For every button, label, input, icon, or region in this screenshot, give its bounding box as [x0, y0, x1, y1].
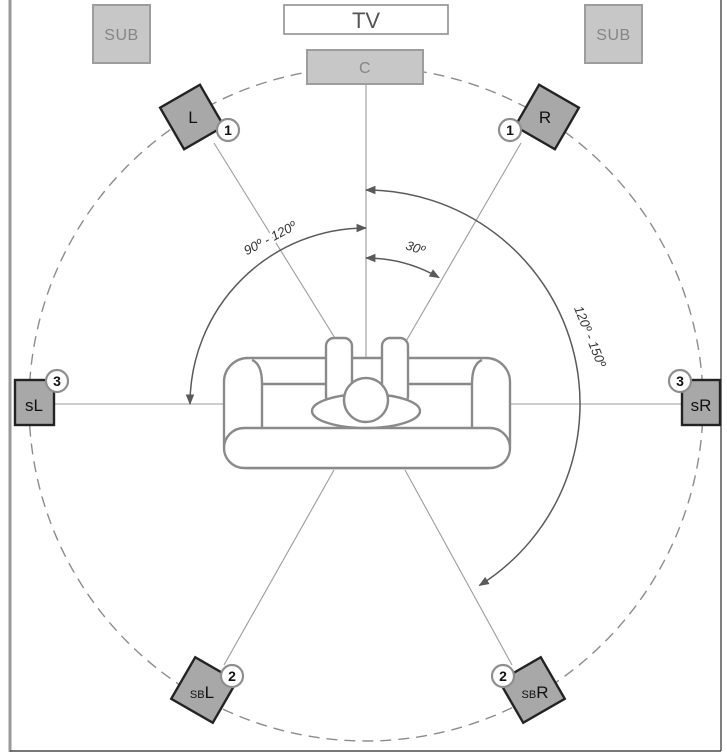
- surround-back-right-speaker: SBR: [497, 655, 567, 725]
- sofa-seat-cushion: [222, 426, 512, 470]
- guide-line-back-right: [404, 469, 513, 666]
- badge-surround-right: 3: [667, 368, 693, 394]
- front-left-speaker: L: [158, 83, 226, 151]
- angle-arc-surround-back: [364, 185, 581, 587]
- subwoofer-right: SUB: [584, 4, 643, 64]
- surround-back-left-label: SBL: [190, 683, 214, 702]
- badge-surround-right-number: 3: [676, 373, 684, 389]
- angle-label-front: 30º: [404, 238, 428, 259]
- listener: [310, 336, 422, 430]
- badge-surround-left-number: 3: [53, 373, 61, 389]
- sofa: [222, 356, 512, 470]
- subwoofer-left: SUB: [92, 4, 151, 64]
- surround-back-right-prefix: SB: [522, 689, 537, 701]
- center-speaker: C: [306, 49, 424, 85]
- listener-head: [342, 376, 390, 424]
- surround-back-right-letter: R: [536, 683, 548, 702]
- surround-right-label: sR: [691, 396, 712, 415]
- angle-arc-surround: [185, 223, 368, 406]
- person-on-sofa-icon: [222, 336, 512, 470]
- badge-surround-back-right-number: 2: [499, 668, 507, 684]
- surround-back-right-label: SBR: [522, 683, 549, 702]
- badge-front-left: 1: [215, 117, 241, 143]
- subwoofer-right-label: SUB: [596, 27, 630, 44]
- badge-front-right-number: 1: [506, 122, 514, 138]
- tv: TV: [283, 4, 449, 35]
- angle-label-surround: 90º - 120º: [241, 217, 300, 258]
- surround-left-label: sL: [25, 396, 43, 415]
- front-left-label: L: [188, 108, 197, 127]
- front-right-speaker: R: [513, 83, 581, 151]
- surround-back-left-prefix: SB: [190, 689, 205, 701]
- subwoofer-left-label: SUB: [104, 27, 138, 44]
- angle-arc-front: [364, 253, 440, 279]
- front-right-label: R: [539, 108, 551, 127]
- badge-surround-left: 3: [44, 368, 70, 394]
- tv-label: TV: [352, 8, 380, 33]
- center-speaker-label: C: [359, 60, 371, 77]
- surround-left-speaker: sL: [13, 378, 56, 427]
- angle-label-surround-back: 120º - 150º: [571, 304, 610, 371]
- badge-front-right: 1: [497, 117, 523, 143]
- badge-surround-back-right: 2: [490, 663, 516, 689]
- surround-back-left-letter: L: [205, 683, 214, 702]
- badge-surround-back-left-number: 2: [228, 668, 236, 684]
- badge-front-left-number: 1: [224, 122, 232, 138]
- guide-line-back-left: [223, 469, 335, 666]
- badge-surround-back-left: 2: [219, 663, 245, 689]
